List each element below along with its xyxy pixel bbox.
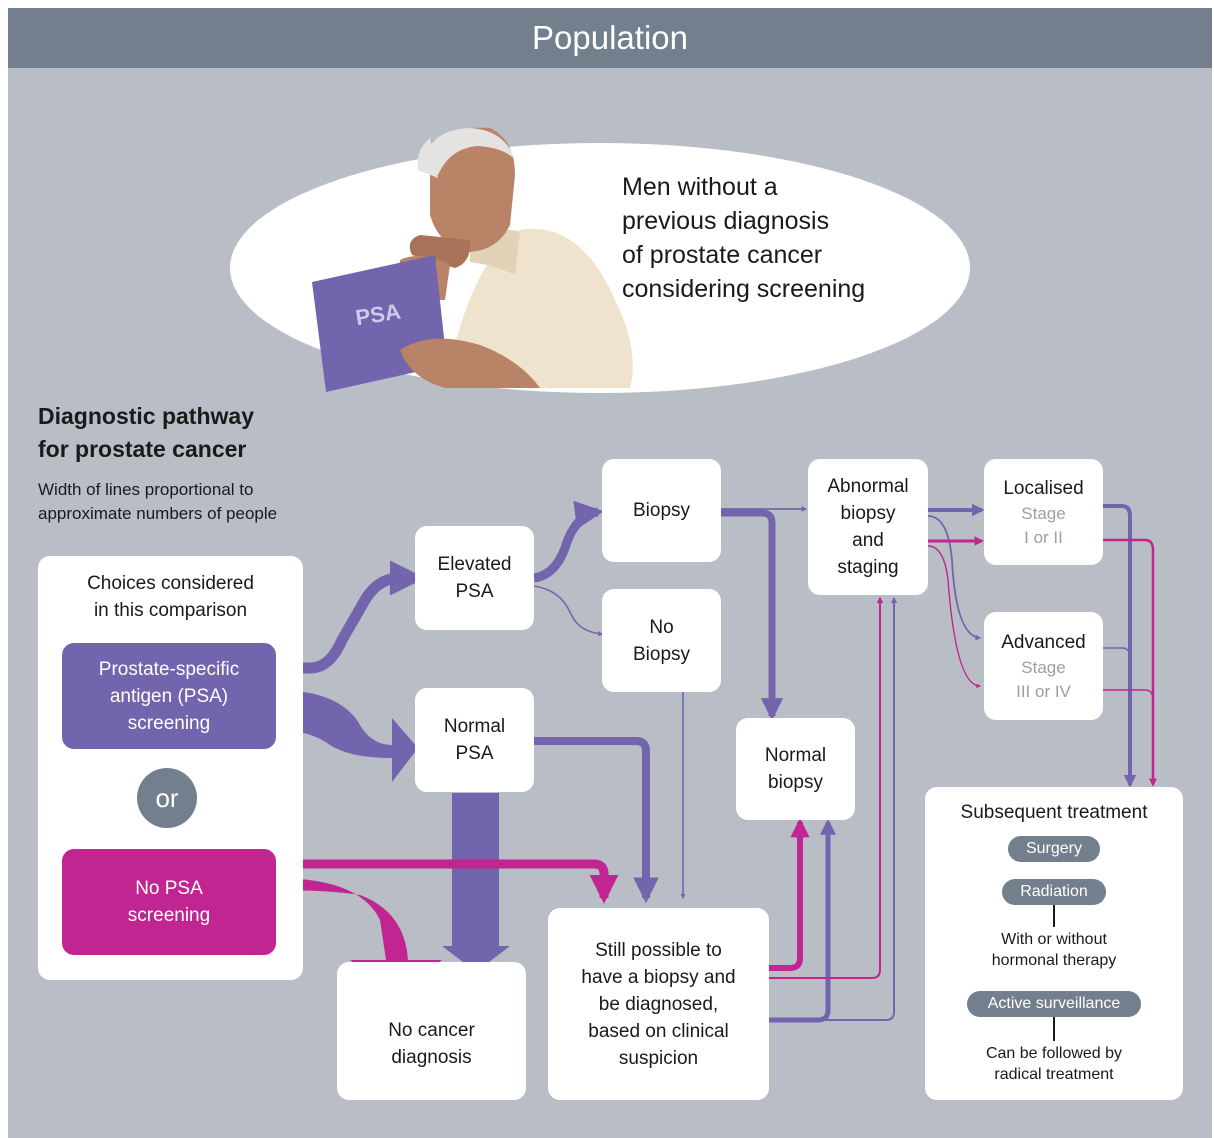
or-label: or	[155, 782, 179, 813]
localised-stage-label: Stage	[1021, 503, 1066, 523]
advanced-title: Advanced	[1001, 631, 1086, 653]
surgery-label: Surgery	[1025, 840, 1083, 857]
treatment-title: Subsequent treatment	[960, 802, 1148, 823]
abnormal-line-2: biopsy	[840, 503, 896, 524]
nopsa-choice-line-1: No PSA	[135, 878, 203, 899]
still-line-1: Still possible to	[595, 939, 722, 961]
node-abnormal-biopsy: Abnormal biopsy and staging	[808, 459, 928, 595]
flow-elevated-to-nobiopsy	[533, 585, 604, 637]
abnormal-line-3: and	[852, 530, 884, 551]
no-cancer-line-2: diagnosis	[391, 1047, 472, 1068]
no-cancer-line-1: No cancer	[388, 1020, 475, 1041]
active-connector	[1053, 1017, 1055, 1041]
still-line-5: suspicion	[618, 1047, 699, 1069]
active-surveillance-pill: Active surveillance	[967, 991, 1141, 1017]
active-surveillance-label: Active surveillance	[987, 995, 1121, 1012]
flow-still-to-abnormal-psa	[769, 596, 898, 1021]
flow-still-to-abnormal-nopsa	[769, 596, 884, 979]
flow-elevated-to-biopsy	[533, 500, 604, 583]
flow-abnormal-to-advanced-psa	[927, 515, 982, 641]
advanced-stage-label: Stage	[1021, 657, 1066, 677]
normal-psa-line-1: Normal	[443, 716, 506, 737]
node-still-possible: Still possible to have a biopsy and be d…	[548, 908, 769, 1100]
psa-choice-line-3: screening	[127, 712, 211, 734]
pathway-subtitle: Width of lines proportional to approxima…	[38, 478, 277, 526]
flow-psa-to-elevated	[276, 560, 426, 674]
population-description: Men without a previous diagnosis of pros…	[622, 170, 865, 306]
flow-still-to-normalbiopsy-nopsa	[769, 818, 810, 971]
node-no-biopsy: No Biopsy	[602, 589, 721, 692]
no-biopsy-line-2: Biopsy	[632, 643, 691, 665]
population-line-1: Men without a	[622, 173, 778, 201]
active-note-line-1: Can be followed by	[985, 1045, 1123, 1062]
still-line-4: based on clinical	[588, 1020, 729, 1042]
node-normal-psa: Normal PSA	[415, 688, 534, 792]
no-biopsy-line-1: No	[649, 616, 674, 638]
choices-heading-line-2: in this comparison	[93, 600, 248, 621]
node-no-cancer-diagnosis: No cancer diagnosis	[337, 962, 526, 1100]
localised-title: Localised	[1003, 477, 1084, 499]
population-line-2: previous diagnosis	[622, 207, 830, 235]
node-normal-biopsy: Normal biopsy	[736, 718, 855, 820]
or-badge: or	[137, 768, 197, 828]
man-illustration: PSA	[312, 127, 633, 392]
pathway-subtitle-line-1: Width of lines proportional to	[38, 480, 254, 499]
abnormal-line-4: staging	[837, 557, 899, 578]
flow-advanced-to-treatment-nopsa	[1103, 689, 1154, 785]
flow-localised-to-treatment-psa	[1103, 504, 1137, 788]
elevated-line-1: Elevated	[437, 554, 512, 575]
node-localised: Localised Stage I or II	[984, 459, 1103, 565]
surgery-pill: Surgery	[1008, 836, 1100, 862]
psa-screening-choice: Prostate-specific antigen (PSA) screenin…	[62, 643, 276, 749]
flow-normalpsa-to-still	[534, 737, 659, 904]
psa-choice-line-1: Prostate-specific	[98, 658, 240, 680]
choices-heading-line-1: Choices considered	[87, 573, 254, 594]
pathway-subtitle-line-2: approximate numbers of people	[38, 504, 278, 523]
radiation-pill: Radiation	[1002, 879, 1106, 905]
nopsa-choice-line-2: screening	[127, 905, 211, 926]
biopsy-label: Biopsy	[632, 500, 691, 521]
localised-stage-value: I or II	[1024, 527, 1063, 547]
normal-psa-line-2: PSA	[455, 743, 494, 764]
population-header: Population	[8, 8, 1212, 68]
flow-psa-to-normal	[276, 690, 418, 782]
still-line-2: have a biopsy and	[581, 966, 736, 988]
abnormal-line-1: Abnormal	[827, 476, 909, 497]
flow-normalpsa-to-nocancer	[442, 793, 510, 972]
radiation-note: With or without hormonal therapy	[935, 929, 1173, 971]
active-note-line-2: radical treatment	[994, 1066, 1114, 1083]
radiation-connector	[1053, 905, 1055, 927]
pathway-title-line-1: Diagnostic pathway	[38, 403, 254, 429]
normal-biopsy-line-1: Normal	[764, 745, 827, 766]
pathway-title: Diagnostic pathway for prostate cancer	[38, 400, 254, 466]
flow-localised-to-treatment-nopsa	[1103, 538, 1158, 787]
flow-biopsy-to-normalbiopsy	[721, 509, 784, 721]
radiation-note-line-1: With or without	[1001, 931, 1107, 948]
advanced-stage-value: III or IV	[1016, 681, 1071, 701]
flow-advanced-to-treatment-psa	[1103, 647, 1131, 785]
normal-biopsy-line-2: biopsy	[768, 772, 823, 793]
psa-choice-line-2: antigen (PSA)	[109, 685, 229, 707]
radiation-label: Radiation	[1020, 883, 1088, 900]
no-psa-screening-choice: No PSA screening	[62, 849, 276, 955]
elevated-line-2: PSA	[455, 581, 494, 602]
population-title: Population	[532, 19, 688, 56]
still-line-3: be diagnosed,	[598, 993, 719, 1015]
flow-nopsa-to-still	[276, 859, 619, 904]
node-biopsy: Biopsy	[602, 459, 721, 562]
active-note: Can be followed by radical treatment	[935, 1043, 1173, 1085]
choices-heading: Choices considered in this comparison	[87, 570, 254, 624]
node-elevated-psa: Elevated PSA	[415, 526, 534, 630]
radiation-note-line-2: hormonal therapy	[991, 952, 1117, 969]
node-advanced: Advanced Stage III or IV	[984, 612, 1103, 720]
population-line-3: of prostate cancer	[622, 241, 823, 269]
flow-abnormal-to-advanced-nopsa	[927, 545, 981, 689]
population-line-4: considering screening	[622, 275, 866, 303]
pathway-title-line-2: for prostate cancer	[38, 436, 247, 462]
